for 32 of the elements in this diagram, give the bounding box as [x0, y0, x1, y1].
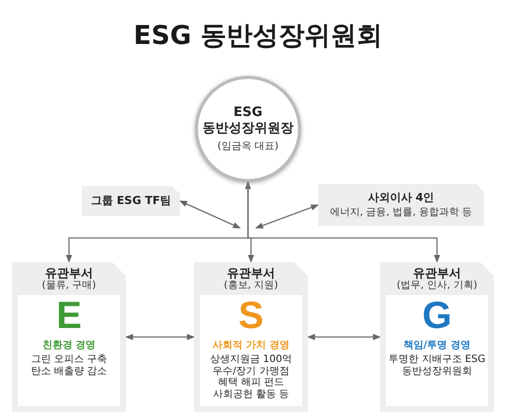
card-body: 상생지원금 100억 우수/장기 가맹점 혜택 해피 펀드 사회공헌 활동 등 — [208, 354, 294, 400]
management-type: 친환경 경영 — [42, 339, 96, 352]
box-heading: 그룹 ESG TF팀 — [90, 194, 172, 208]
esg-letter: S — [238, 297, 264, 336]
esg-letter: E — [56, 297, 82, 336]
department-card — [380, 262, 494, 412]
card-heading: 유관부서 — [413, 266, 461, 280]
connector-arrow — [307, 334, 381, 340]
connector-arrow — [244, 181, 254, 263]
esg-letter: G — [422, 297, 452, 336]
card-subheading: (법무, 인사, 기획) — [396, 280, 478, 292]
card-heading: 유관부서 — [45, 266, 93, 280]
connector-arrow — [255, 204, 319, 229]
connector-arrow — [179, 200, 241, 229]
connector-arrow — [125, 334, 195, 340]
card-body: 그린 오피스 구축 탄소 배출량 감소 — [30, 354, 108, 378]
card-subheading: (물류, 구매) — [42, 280, 96, 292]
member-box — [318, 184, 484, 226]
chair-name: (임금옥 대표) — [218, 140, 278, 153]
box-note: 에너지, 금융, 법률, 융합과학 등 — [330, 207, 472, 220]
card-body: 투명한 지배구조 ESG 동반성장위원회 — [388, 354, 486, 378]
box-heading: 사외이사 4인 — [368, 190, 434, 204]
department-card — [12, 262, 126, 412]
member-box — [82, 186, 180, 216]
department-card — [194, 262, 308, 412]
connector-arrow — [247, 182, 440, 263]
card-heading: 유관부서 — [227, 266, 275, 280]
card-subheading: (홍보, 지원) — [224, 280, 278, 292]
chair-title: ESG 동반성장위원장 — [202, 105, 294, 137]
management-type: 사회적 가치 경영 — [212, 339, 290, 352]
management-type: 책임/투명 경영 — [403, 339, 471, 352]
diagram-title: ESG 동반성장위원회 — [134, 20, 382, 53]
